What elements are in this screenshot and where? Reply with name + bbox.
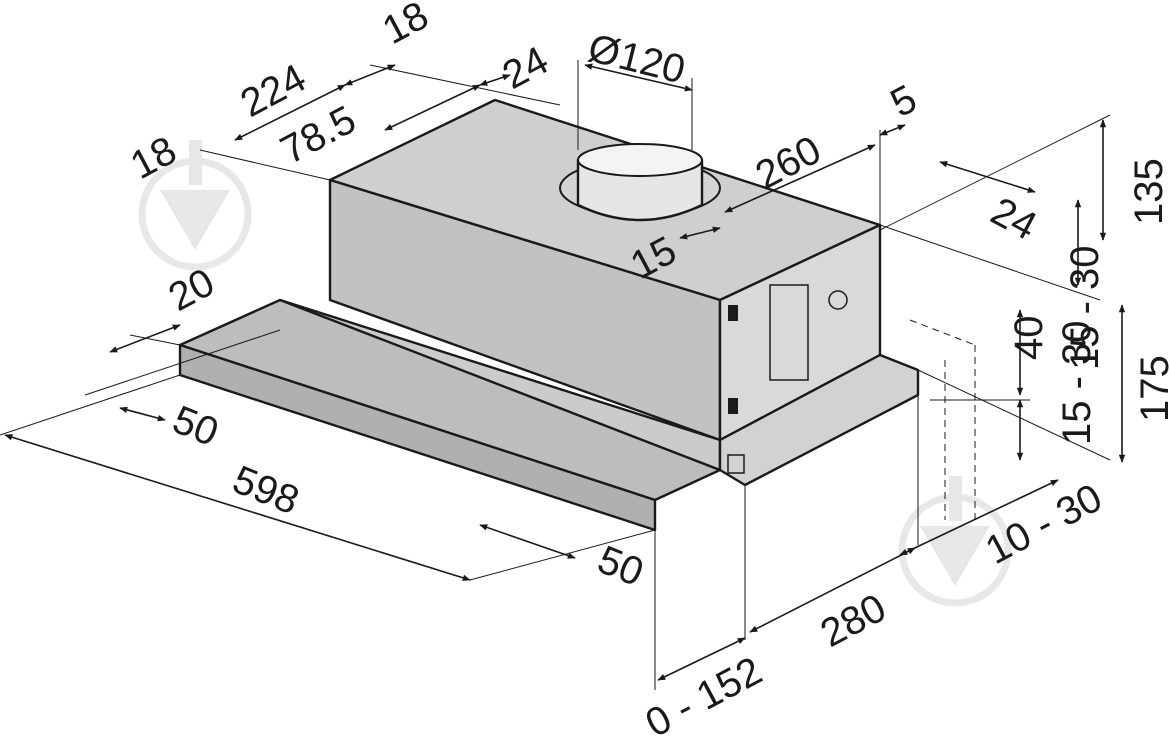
- dim-280: 280: [814, 586, 894, 656]
- dim-20: 20: [162, 260, 222, 320]
- dim-50-left: 50: [167, 398, 225, 455]
- dim-10-30: 10 - 30: [979, 476, 1110, 573]
- dim-diameter-120: Ø120: [584, 26, 690, 92]
- dim-40: 40: [1007, 316, 1051, 361]
- dim-0-152: 0 - 152: [639, 649, 770, 744]
- dim-24-right: 24: [984, 189, 1044, 249]
- download-watermark-icon-left: [138, 140, 252, 271]
- dim-78-5: 78.5: [274, 98, 363, 173]
- extension-lines: [0, 60, 1111, 690]
- dim-18-left: 18: [124, 128, 184, 188]
- dimension-labels: 18 224 24 Ø120 18 78.5 260 5 135 24 15 2…: [124, 0, 1170, 744]
- dim-15-30-lower: 15 - 30: [1055, 320, 1099, 445]
- dim-135: 135: [1127, 158, 1170, 225]
- dim-175: 175: [1133, 355, 1170, 422]
- dim-5: 5: [884, 77, 924, 126]
- dimension-lines: [4, 63, 1126, 681]
- dim-598: 598: [227, 458, 305, 524]
- dim-18-top: 18: [376, 0, 436, 53]
- dim-224: 224: [234, 56, 314, 126]
- dim-24-top: 24: [496, 38, 556, 98]
- dim-15-30-upper: 15 - 30: [1063, 245, 1107, 370]
- dim-50-bottom: 50: [592, 538, 650, 595]
